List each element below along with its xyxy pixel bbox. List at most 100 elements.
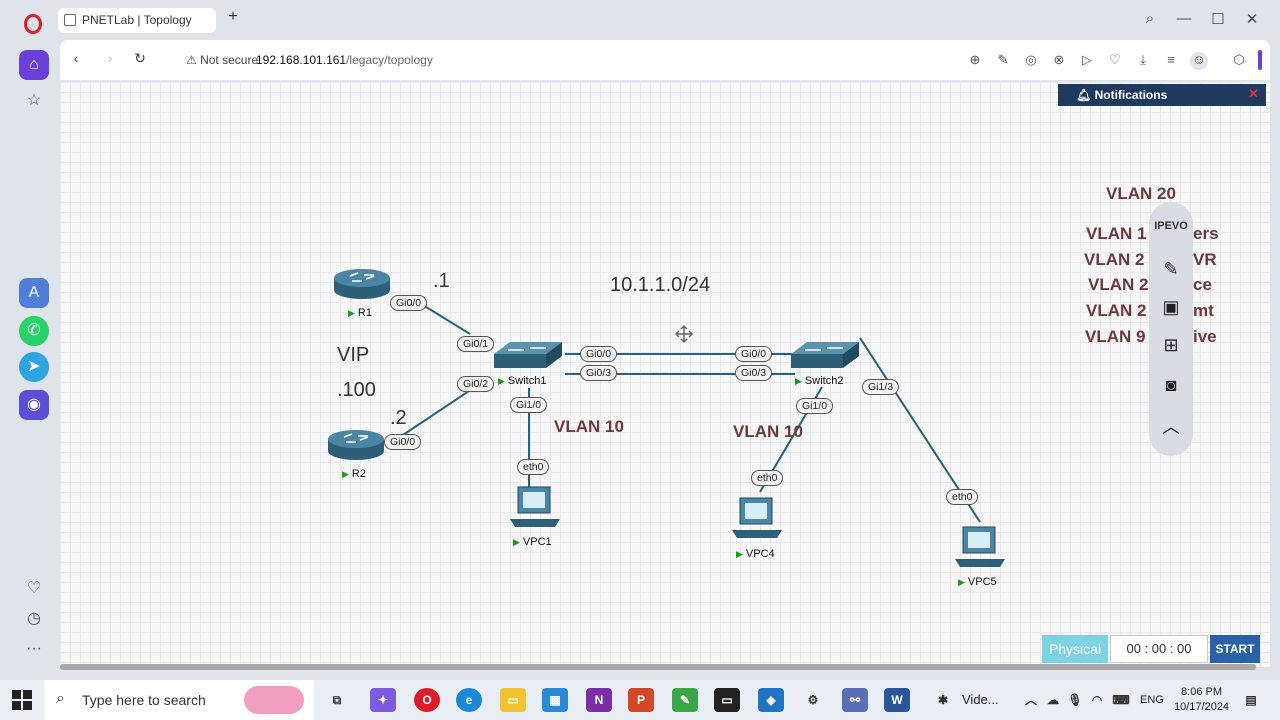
telegram-icon[interactable]: ➤: [19, 352, 49, 382]
port-label[interactable]: Gi0/3: [580, 365, 618, 381]
node-vpc5[interactable]: ▶VPC5: [958, 576, 997, 588]
adblock-icon[interactable]: ⊗: [1053, 52, 1065, 67]
port-label[interactable]: Gi0/1: [457, 336, 495, 352]
close-window-icon[interactable]: ✕: [1245, 11, 1259, 28]
extensions-icon[interactable]: ⬡: [1233, 52, 1245, 67]
search-tabs-icon[interactable]: ⌕: [1145, 10, 1155, 27]
port-label[interactable]: eth0: [517, 459, 550, 475]
camera-snapshot-icon[interactable]: ◙: [1165, 375, 1177, 395]
port-label[interactable]: Gi0/2: [457, 376, 495, 392]
port-label[interactable]: Gi1/0: [510, 397, 548, 413]
close-icon[interactable]: ✕: [1248, 86, 1259, 101]
video-app-icon[interactable]: ✱: [937, 693, 949, 707]
edit-icon[interactable]: ✎: [997, 52, 1009, 67]
home-icon[interactable]: ⌂: [19, 50, 49, 80]
physical-button[interactable]: Physical: [1042, 635, 1108, 663]
copilot-icon[interactable]: ✦: [370, 688, 396, 712]
heart-icon[interactable]: ♡: [1109, 52, 1121, 67]
url-field[interactable]: 192.168.101.161/legacy/topology: [256, 53, 433, 67]
port-label[interactable]: Gi0/0: [384, 434, 422, 450]
edge-icon[interactable]: e: [456, 688, 482, 712]
store-icon[interactable]: ▦: [542, 688, 568, 712]
port-label[interactable]: Gi0/3: [735, 365, 773, 381]
profile-icon[interactable]: ☺: [1190, 52, 1208, 70]
node-switch2[interactable]: ▶Switch2: [795, 375, 844, 387]
port-label[interactable]: Gi1/3: [862, 379, 900, 395]
powerpoint-icon[interactable]: P: [628, 688, 654, 712]
favorites-icon[interactable]: ♡: [26, 580, 42, 597]
whiteboard-icon[interactable]: ⊞: [1163, 335, 1179, 355]
horizontal-scrollbar[interactable]: [60, 664, 1256, 670]
port-label[interactable]: eth0: [751, 470, 784, 486]
video-app-label[interactable]: Vide...: [962, 692, 999, 707]
pen-icon[interactable]: ✎: [1163, 259, 1179, 279]
ipevo-toolbar[interactable]: IPEVO ✎ ▣ ⊞ ◙ ︿: [1149, 202, 1193, 456]
camera-icon[interactable]: ◎: [1025, 52, 1037, 67]
security-indicator[interactable]: ⚠ Not secure: [186, 53, 259, 67]
switch1-icon[interactable]: [494, 342, 562, 368]
language-indicator[interactable]: ENG: [1140, 694, 1164, 706]
vpc1-icon[interactable]: [510, 486, 560, 527]
onenote-icon[interactable]: N: [586, 688, 612, 712]
pinboard-icon[interactable]: ☆: [26, 92, 42, 109]
collapse-icon[interactable]: ︿: [1162, 417, 1180, 437]
menu-icon[interactable]: ≡: [1167, 52, 1175, 67]
notepad-icon[interactable]: ✎: [672, 688, 698, 712]
wifi-icon[interactable]: ◠: [1091, 693, 1103, 707]
new-tab-button[interactable]: +: [228, 8, 238, 25]
aria-icon[interactable]: A: [19, 278, 49, 308]
defender-icon[interactable]: ◈: [758, 688, 784, 712]
forward-icon[interactable]: ›: [107, 50, 113, 66]
zoom-icon[interactable]: ⊕: [969, 52, 981, 67]
opera-logo-icon[interactable]: [24, 14, 42, 34]
tray-chevron-icon[interactable]: ︿: [1024, 693, 1037, 707]
messenger-icon[interactable]: ◉: [19, 390, 49, 420]
keyboard-icon[interactable]: ⌨: [1112, 693, 1130, 707]
vpc4-icon[interactable]: [732, 497, 782, 538]
annotate-icon[interactable]: ▣: [1162, 297, 1180, 317]
network-tool-icon[interactable]: ⚯: [842, 688, 868, 712]
notifications-panel[interactable]: 🔔︎ Notifications ✕: [1058, 84, 1266, 106]
node-vpc1[interactable]: ▶VPC1: [513, 536, 552, 548]
port-label[interactable]: eth0: [946, 489, 979, 505]
back-icon[interactable]: ‹: [73, 50, 79, 66]
history-icon[interactable]: ◷: [27, 610, 41, 627]
port-label[interactable]: Gi1/0: [796, 398, 834, 414]
vpc5-icon[interactable]: [955, 526, 1005, 567]
router-r2-icon[interactable]: [328, 430, 384, 460]
notifications-title: Notifications: [1094, 88, 1168, 102]
terminal-icon[interactable]: ▭: [714, 688, 740, 712]
word-icon[interactable]: W: [884, 688, 910, 712]
notification-center-icon[interactable]: ▤: [1245, 693, 1257, 707]
reload-icon[interactable]: ↻: [134, 50, 146, 66]
player-icon[interactable]: ▷: [1082, 52, 1092, 67]
start-button[interactable]: START: [1210, 635, 1260, 663]
taskbar-clock[interactable]: 8:06 PM 10/17/2024: [1174, 685, 1229, 715]
settings-icon[interactable]: ⚙: [807, 693, 819, 707]
node-r1[interactable]: ▶R1: [348, 307, 372, 319]
port-label[interactable]: Gi0/0: [735, 346, 773, 362]
browser-tab[interactable]: PNETLab | Topology: [58, 8, 216, 33]
download-icon[interactable]: ⤓: [1140, 52, 1146, 67]
whatsapp-icon[interactable]: ✆: [19, 316, 49, 346]
file-explorer-icon[interactable]: ▭: [500, 688, 526, 712]
url-host: 192.168.101.161: [256, 53, 347, 67]
router-r1-icon[interactable]: [334, 269, 390, 299]
port-label[interactable]: Gi0/0: [580, 346, 618, 362]
task-view-icon[interactable]: ⧉: [332, 693, 342, 707]
microphone-icon[interactable]: 🎙︎: [1067, 693, 1083, 707]
windows-start-icon[interactable]: [12, 690, 32, 710]
taskbar-search-input[interactable]: ⌕ Type here to search: [44, 680, 314, 720]
node-vpc4[interactable]: ▶VPC4: [736, 548, 775, 560]
port-label[interactable]: Gi0/0: [390, 295, 428, 311]
opera-taskbar-icon[interactable]: O: [414, 688, 440, 712]
tray-cloud-icon[interactable]: ☁: [1047, 693, 1059, 707]
node-r2[interactable]: ▶R2: [342, 468, 366, 480]
maximize-icon[interactable]: ☐: [1211, 11, 1225, 28]
more-icon[interactable]: ···: [26, 640, 42, 657]
minimize-icon[interactable]: —: [1176, 10, 1192, 27]
link-r1-sw1[interactable]: [417, 301, 471, 335]
node-switch1[interactable]: ▶Switch1: [498, 375, 547, 387]
topology-canvas[interactable]: .1 10.1.1.0/24 VIP .100 .2 VLAN 10 VLAN …: [60, 82, 1270, 667]
switch2-icon[interactable]: [791, 342, 859, 368]
